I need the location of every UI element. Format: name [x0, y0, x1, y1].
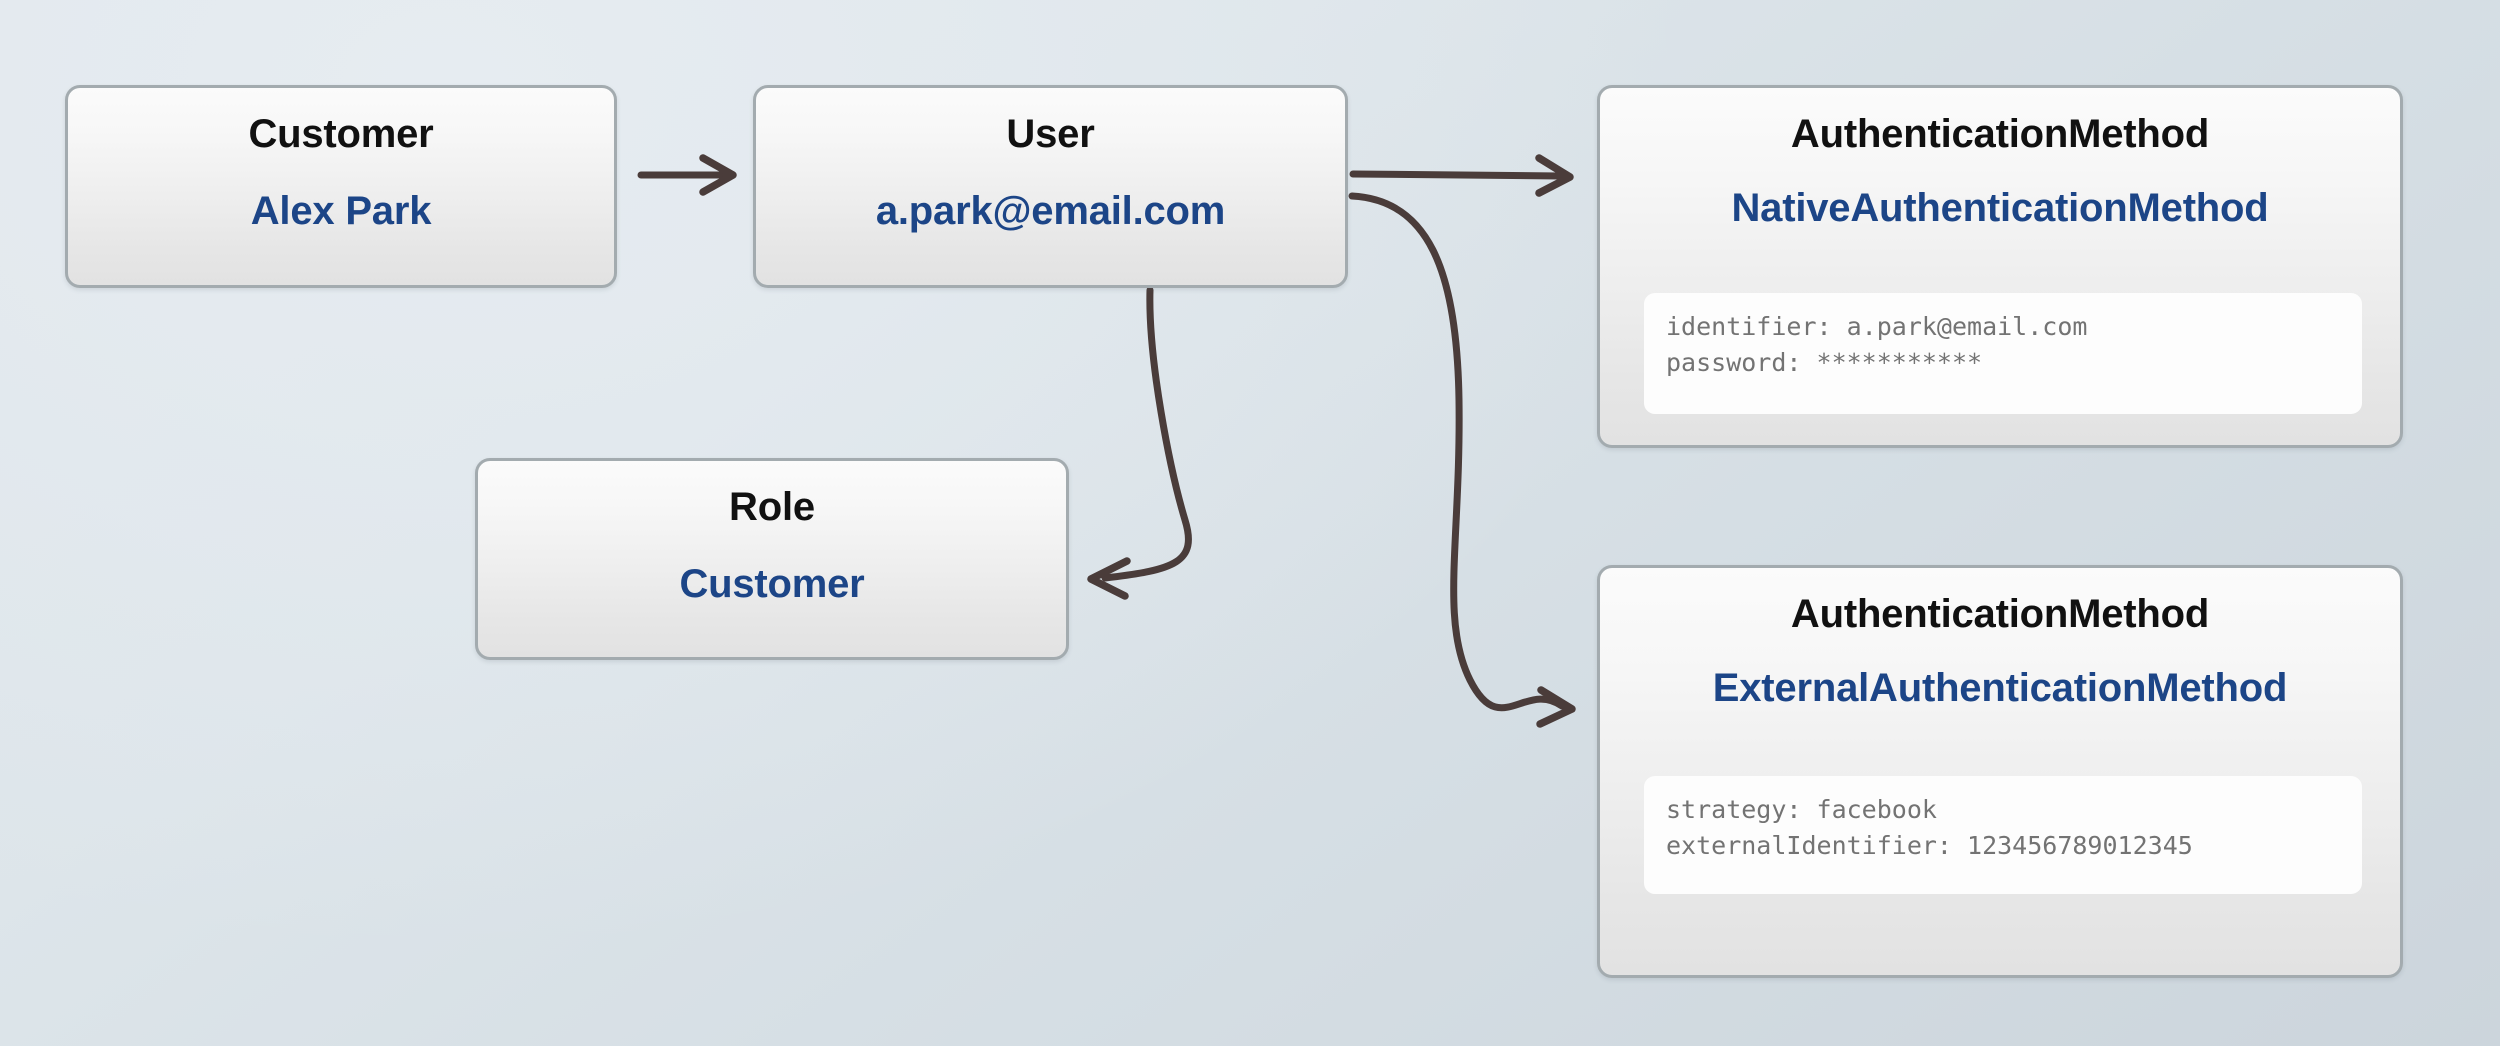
node-role-subtitle: Customer [679, 562, 865, 606]
node-external-auth-detail-panel: strategy: facebook externalIdentifier: 1… [1644, 776, 2362, 894]
detail-line-identifier: identifier: a.park@email.com [1666, 312, 2088, 341]
node-user-subtitle: a.park@email.com [875, 189, 1226, 233]
node-customer-subtitle: Alex Park [250, 189, 432, 233]
node-user[interactable]: User a.park@email.com [753, 85, 1348, 288]
detail-line-strategy: strategy: facebook [1666, 795, 1937, 824]
edge-customer-to-user [637, 154, 737, 196]
detail-line-external-identifier: externalIdentifier: 123456789012345 [1666, 831, 2193, 861]
node-external-auth-title: AuthenticationMethod [1790, 592, 2210, 636]
node-role-title: Role [729, 485, 815, 529]
node-native-auth-detail-panel: identifier: a.park@email.com password: *… [1644, 293, 2362, 414]
node-native-auth-subtitle: NativeAuthenticationMethod [1731, 186, 2269, 230]
node-user-title: User [1006, 112, 1095, 156]
node-customer[interactable]: Customer Alex Park [65, 85, 617, 288]
edge-user-to-role [1087, 286, 1192, 600]
node-role[interactable]: Role Customer [475, 458, 1069, 660]
edge-user-to-external-auth [1348, 192, 1576, 728]
detail-line-password: password: *********** [1666, 348, 1983, 378]
node-native-auth-title: AuthenticationMethod [1790, 112, 2210, 156]
edge-user-to-native-auth [1349, 154, 1574, 197]
node-customer-title: Customer [248, 112, 434, 156]
node-native-authentication-method[interactable]: AuthenticationMethod NativeAuthenticatio… [1597, 85, 2403, 448]
node-external-auth-subtitle: ExternalAuthenticationMethod [1712, 666, 2288, 710]
node-external-authentication-method[interactable]: AuthenticationMethod ExternalAuthenticat… [1597, 565, 2403, 978]
